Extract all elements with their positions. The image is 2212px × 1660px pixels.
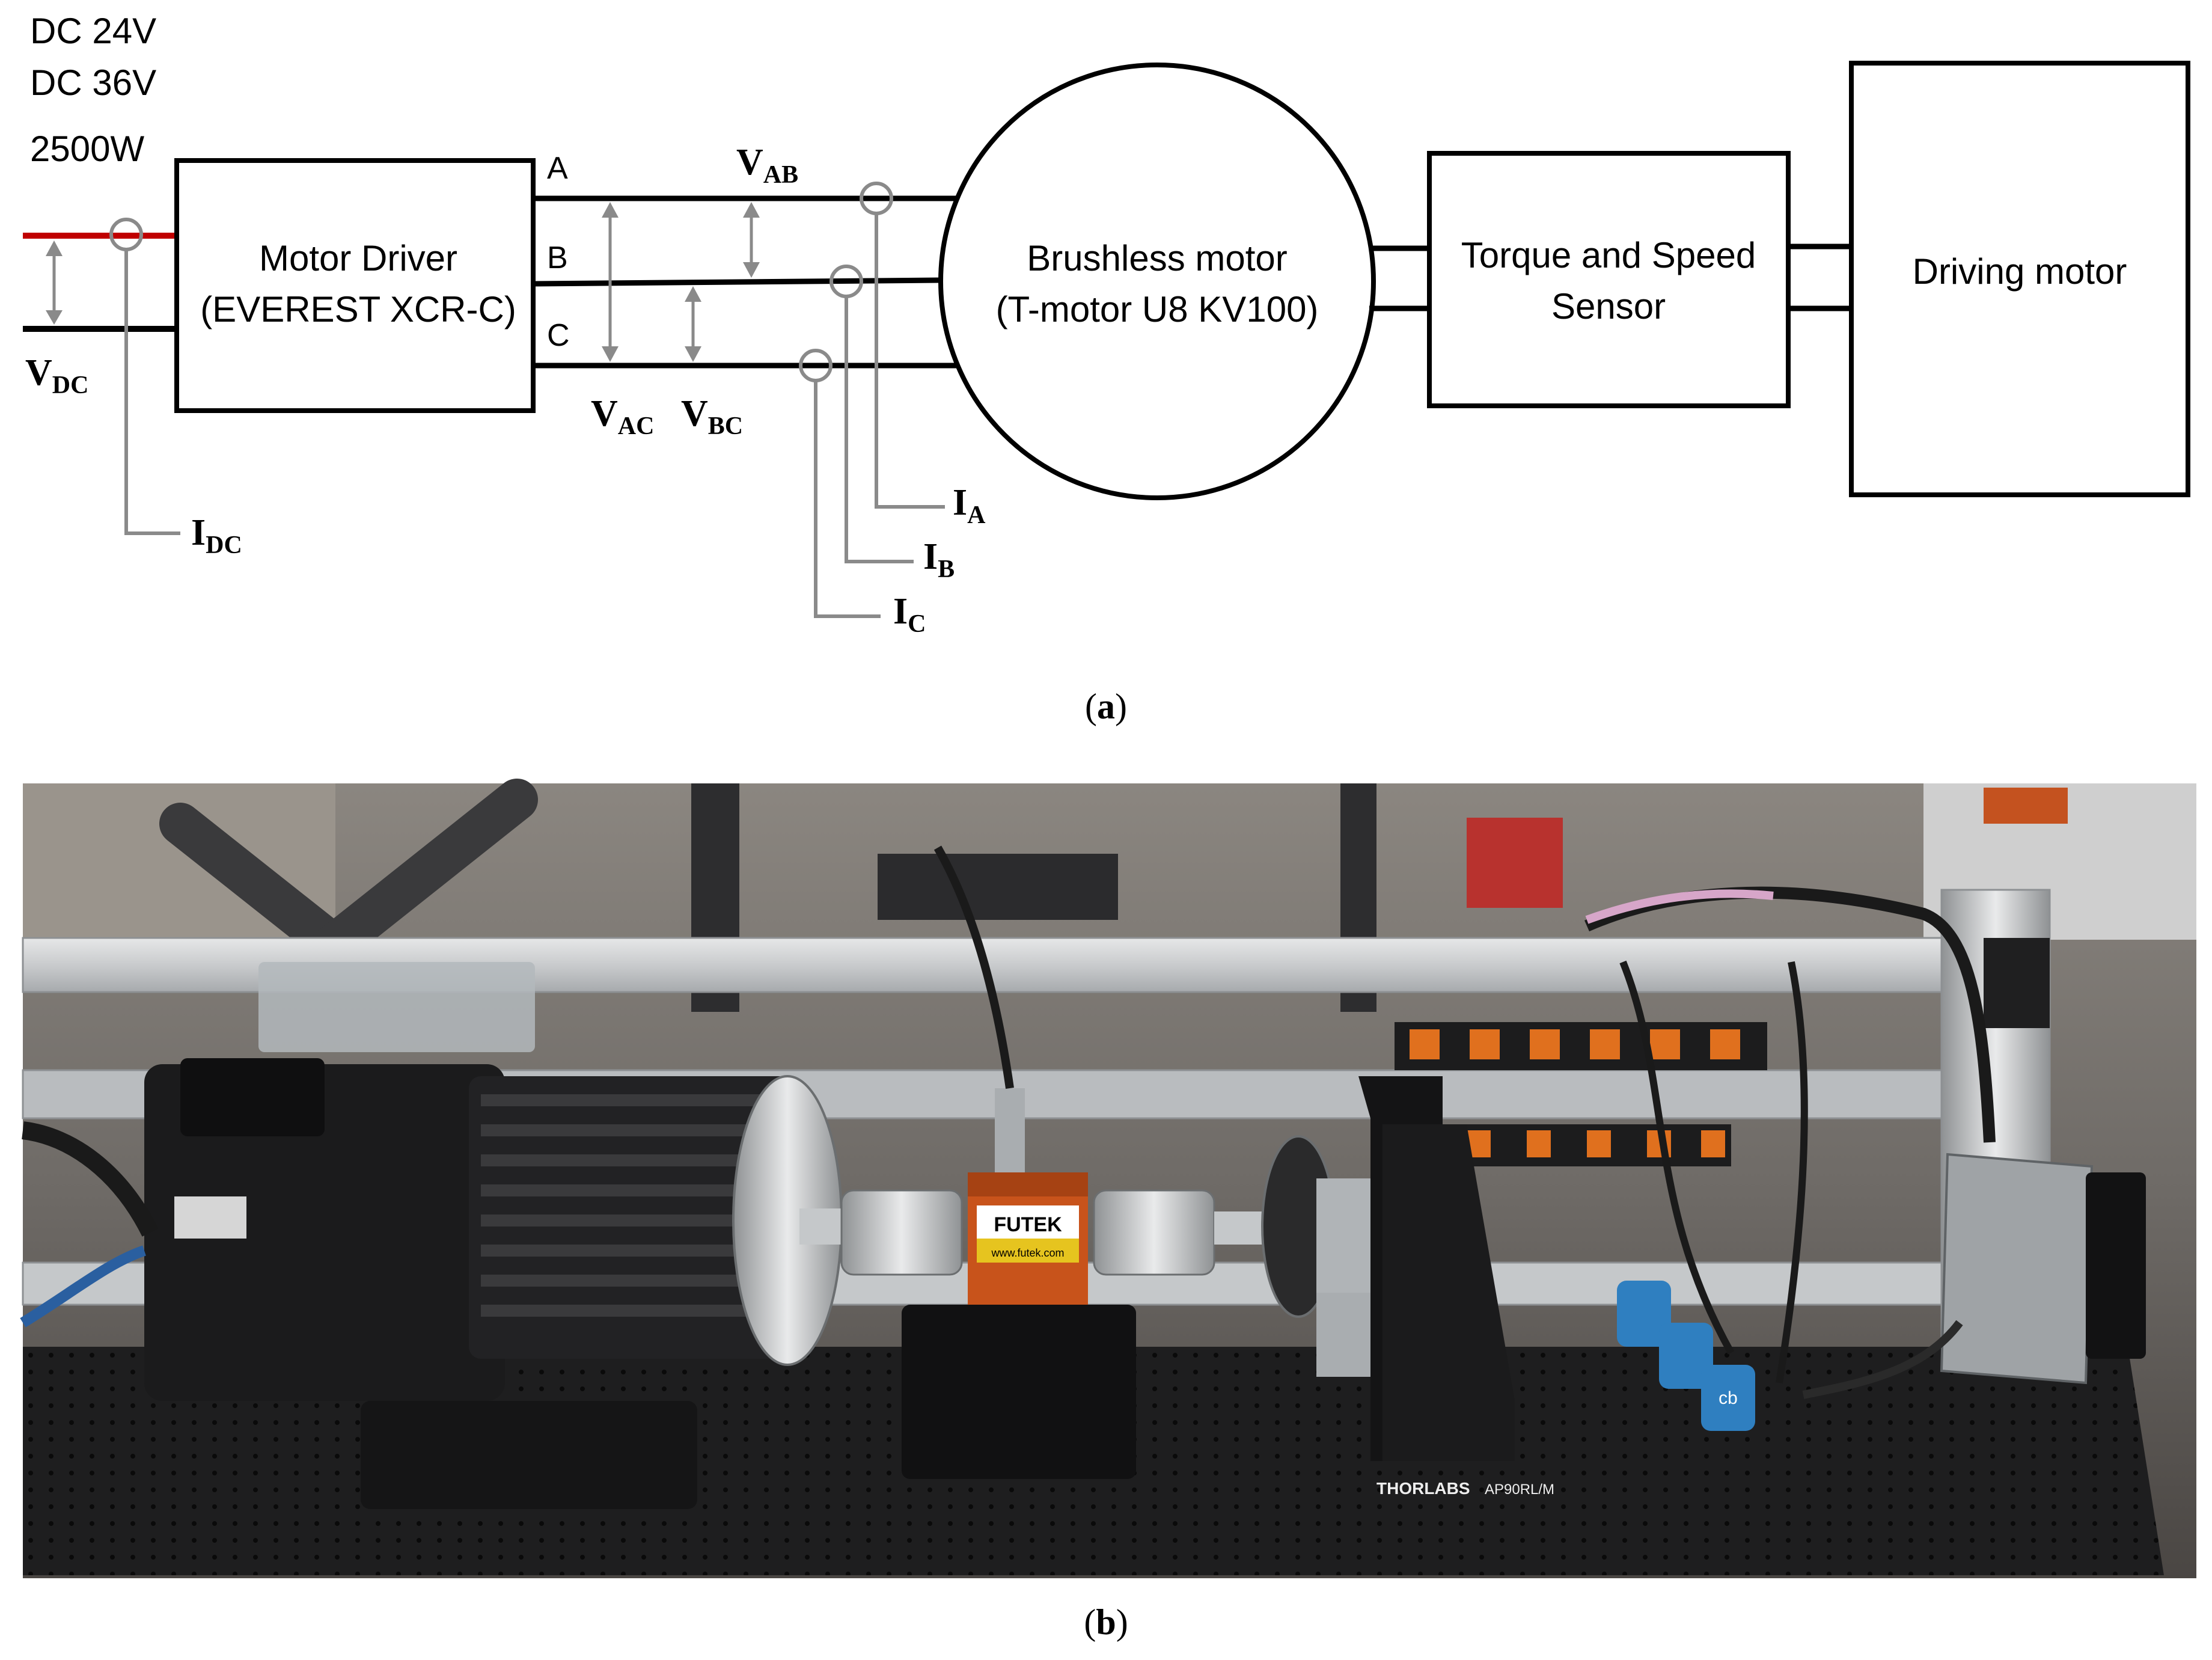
wire-bundle (1619, 960, 1735, 1355)
top-rail-mount (878, 854, 1118, 920)
label-ia: IA (953, 482, 986, 529)
ib-probe-lead (845, 296, 914, 563)
supply-voltage-36v: DC 36V (30, 63, 156, 103)
shaft-left (799, 1208, 848, 1245)
coupling-right (1093, 1189, 1215, 1276)
coupling-left (840, 1189, 963, 1276)
phase-b-label: B (547, 240, 568, 275)
foam-tube-2 (292, 779, 538, 983)
driving-motor-photo (20, 962, 843, 1509)
vdc-arrow (46, 240, 63, 325)
brushless-motor-block (938, 63, 1376, 500)
mount-model: AP90RL/M (1485, 1481, 1554, 1498)
label-vab: VAB (736, 142, 798, 189)
lab-red-jacket (1467, 818, 1563, 908)
torque-speed-sensor-subtitle: Sensor (1551, 286, 1666, 326)
driving-motor-block (1849, 61, 2190, 497)
lab-orange-box (1984, 788, 2068, 824)
current-sensor-label: cb (1719, 1388, 1738, 1408)
ic-probe-lead (814, 381, 881, 618)
brushless-motor-title: Brushless motor (1027, 238, 1287, 278)
terminal-blocks (1395, 1022, 1767, 1166)
ia-probe-lead (875, 213, 945, 509)
wire-bundle-2 (1776, 961, 1808, 1383)
label-vac: VAC (591, 393, 654, 440)
motor-driver-block (174, 158, 536, 413)
vab-arrow (743, 202, 760, 278)
right-frame-bracket (1984, 938, 2050, 1028)
label-ib: IB (923, 536, 955, 583)
driving-motor-title: Driving motor (1913, 251, 2127, 292)
pink-cable (1585, 889, 1774, 924)
vac-arrow (602, 202, 619, 362)
supply-voltage-24v: DC 24V (30, 11, 156, 51)
phase-c-label: C (547, 318, 570, 353)
label-idc: IDC (191, 512, 242, 559)
torque-speed-sensor-block (1427, 151, 1791, 408)
label-vbc: VBC (681, 393, 743, 440)
foam-tube-1 (159, 803, 346, 959)
idc-probe-lead (124, 250, 180, 535)
vbc-arrow (685, 286, 701, 362)
caption-b: (b) (1084, 1602, 1128, 1642)
schematic-panel: DC 24V DC 36V 2500W VDC IDC Motor Driver… (23, 11, 2190, 726)
brushless-motor-model: (T-motor U8 KV100) (996, 289, 1319, 329)
shaft-right (1214, 1211, 1268, 1245)
brushless-motor-photo: THORLABS AP90RL/M (1261, 1076, 1554, 1498)
label-ic: IC (893, 591, 926, 638)
futek-sensor: FUTEK www.futek.com (902, 845, 1136, 1479)
caption-a: (a) (1085, 687, 1127, 726)
torque-speed-sensor-title: Torque and Speed (1461, 235, 1756, 275)
supply-power: 2500W (30, 129, 144, 169)
futek-logo: FUTEK (994, 1213, 1062, 1236)
motor-driver-model: (EVEREST XCR-C) (200, 289, 516, 329)
thorlabs-logo: THORLABS (1376, 1479, 1470, 1498)
driver-board-photo (1802, 1153, 2146, 1399)
phase-a-label: A (547, 151, 568, 186)
current-sensors: cb (1617, 1281, 1755, 1431)
label-vdc: VDC (25, 352, 88, 399)
futek-url: www.futek.com (991, 1247, 1064, 1259)
motor-driver-title: Motor Driver (259, 238, 457, 278)
phase-b-line (533, 277, 941, 287)
testbed-photo: FUTEK www.futek.com THORLABS AP90RL/M cb (20, 779, 2196, 1578)
